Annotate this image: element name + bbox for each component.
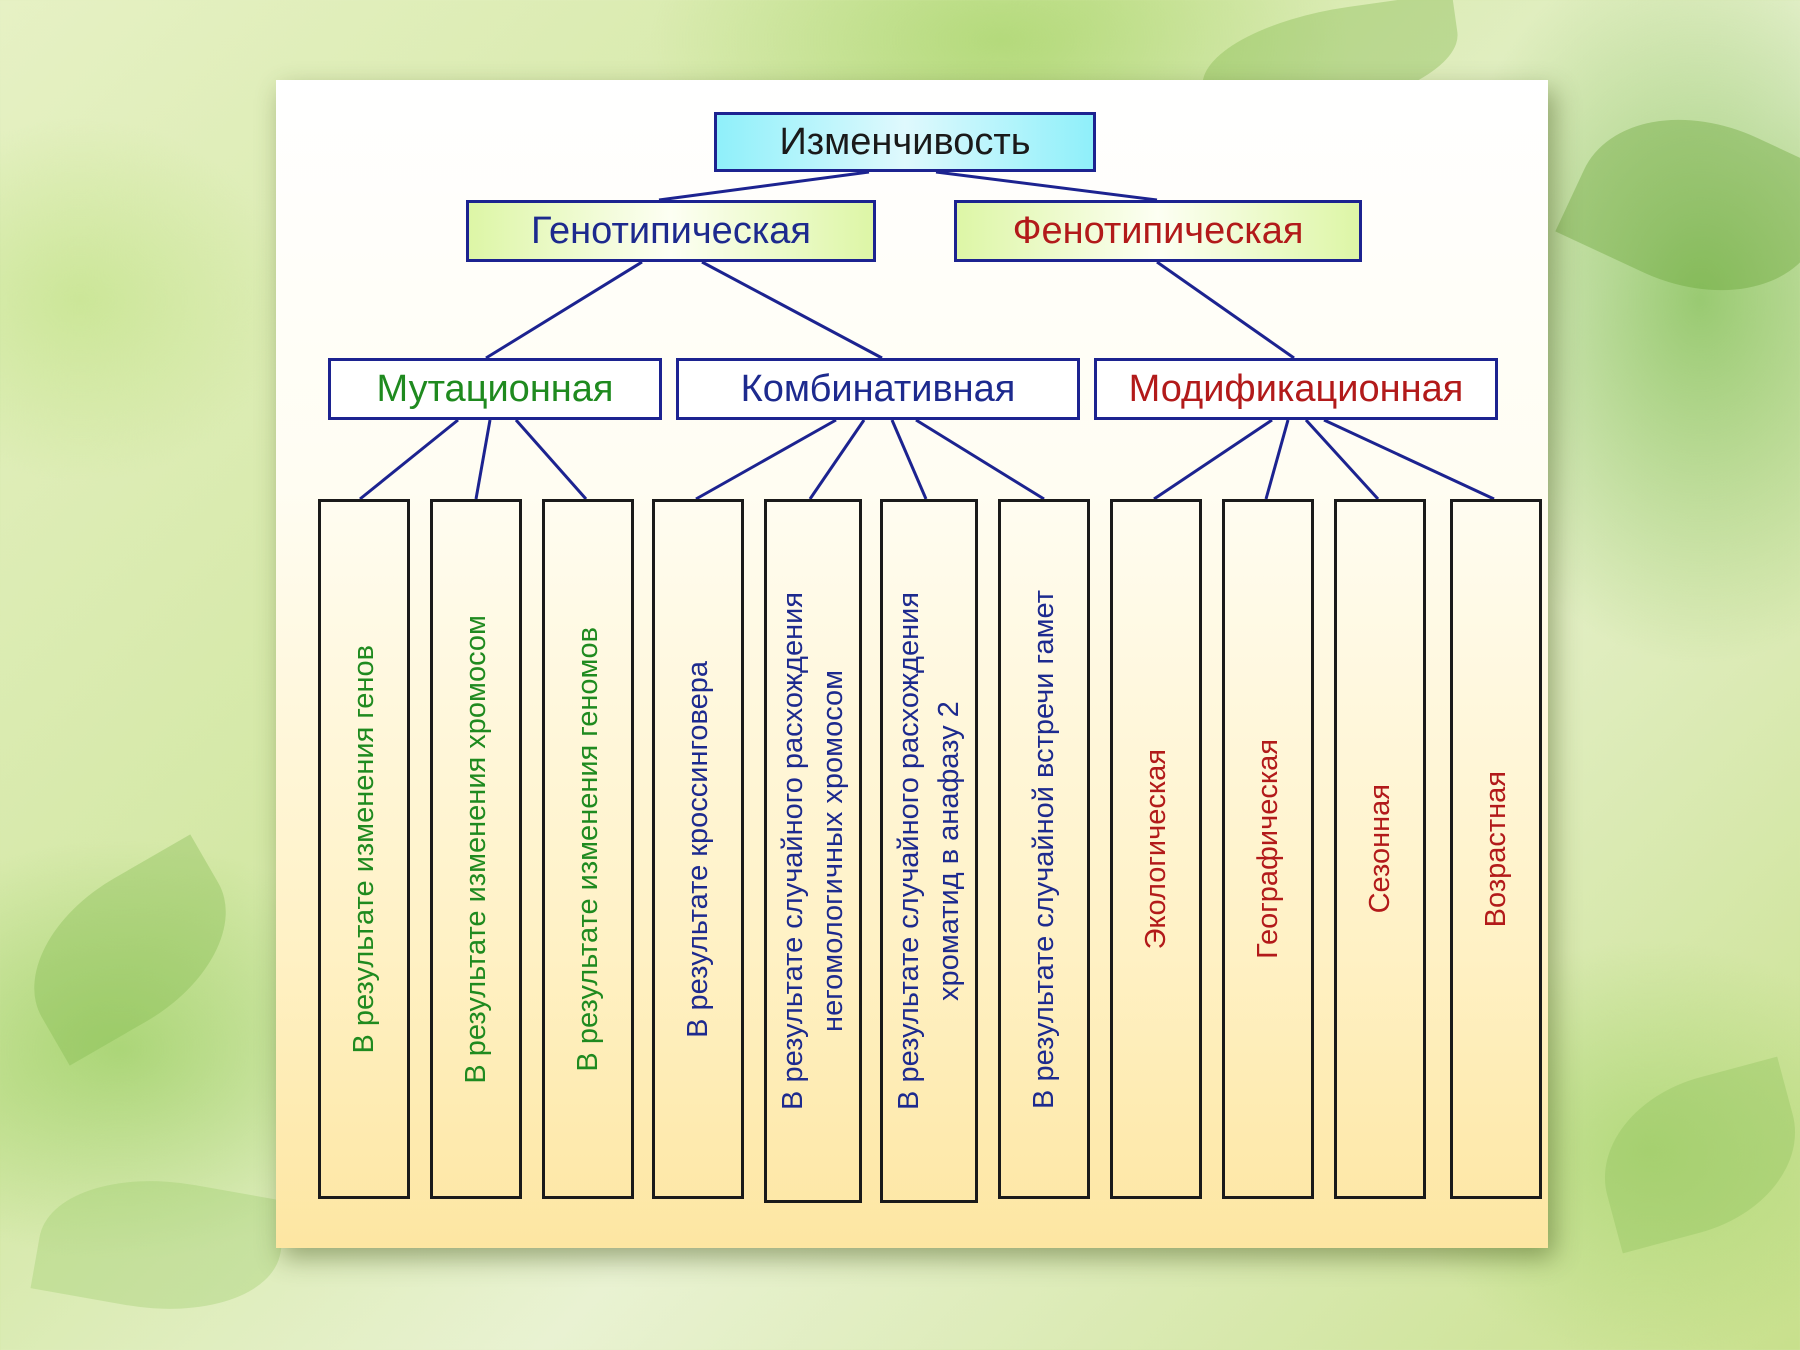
leaf-random-gamete-meeting: В результате случайной встречи гамет: [998, 499, 1090, 1199]
combinative-node: Комбинативная: [676, 358, 1080, 420]
genotypic-label: Генотипическая: [531, 209, 811, 252]
connector-line: [935, 170, 1158, 202]
leaf-label: В результате случайной встречи гамет: [1028, 589, 1060, 1109]
root-node: Изменчивость: [714, 112, 1096, 172]
modification-node: Модификационная: [1094, 358, 1498, 420]
connector-line: [1153, 418, 1273, 501]
root-label: Изменчивость: [779, 120, 1031, 163]
leaf-chromosomes: В результате изменения хромосом: [430, 499, 522, 1199]
leaf-age: Возрастная: [1450, 499, 1542, 1199]
leaf-label: Экологическая: [1140, 748, 1172, 950]
mutation-label: Мутационная: [376, 367, 614, 410]
phenotypic-label: Фенотипическая: [1012, 209, 1304, 252]
connector-line: [695, 418, 837, 501]
mutation-node: Мутационная: [328, 358, 662, 420]
leaf-ecological: Экологическая: [1110, 499, 1202, 1199]
connector-line: [514, 419, 588, 500]
leaf-label: В результате изменения хромосом: [460, 614, 492, 1084]
connector-line: [890, 419, 928, 500]
combinative-label: Комбинативная: [740, 367, 1016, 410]
background-leaf: [1555, 77, 1800, 333]
leaf-seasonal: Сезонная: [1334, 499, 1426, 1199]
leaf-label: Возрастная: [1480, 770, 1512, 928]
leaf-genes: В результате изменения генов: [318, 499, 410, 1199]
leaf-genomes: В результате изменения геномов: [542, 499, 634, 1199]
leaf-random-chromosome-divergence: В результате случайного расхождения него…: [764, 499, 862, 1203]
leaf-label: В результате изменения геномов: [572, 626, 604, 1072]
connector-line: [1264, 419, 1290, 500]
leaf-crossing-over: В результате кроссинговера: [652, 499, 744, 1199]
phenotypic-node: Фенотипическая: [954, 200, 1362, 262]
connector-line: [808, 419, 866, 500]
genotypic-node: Генотипическая: [466, 200, 876, 262]
connector-line: [485, 260, 643, 360]
leaf-label: Географическая: [1252, 739, 1284, 959]
connector-line: [915, 418, 1045, 501]
background-leaf: [1583, 1056, 1800, 1254]
connector-line: [701, 260, 883, 360]
background-leaf: [30, 1160, 290, 1330]
leaf-geographical: Географическая: [1222, 499, 1314, 1199]
connector-line: [1323, 418, 1495, 501]
leaf-random-chromatid-divergence: В результате случайного расхождения хром…: [880, 499, 978, 1203]
connector-line: [474, 419, 492, 500]
leaf-label: В результате случайного расхождения него…: [777, 592, 849, 1110]
background-leaf: [0, 834, 261, 1066]
modification-label: Модификационная: [1128, 367, 1464, 410]
connector-line: [359, 418, 459, 501]
leaf-label: В результате изменения генов: [348, 644, 380, 1054]
connector-line: [1156, 260, 1295, 360]
leaf-label: В результате случайного расхождения хром…: [893, 592, 965, 1110]
diagram-panel: Изменчивость Генотипическая Фенотипическ…: [276, 80, 1548, 1248]
leaf-label: В результате кроссинговера: [682, 660, 714, 1038]
connector-line: [1304, 418, 1380, 501]
connector-lines: [359, 170, 1495, 501]
connector-line: [658, 170, 870, 202]
leaf-label: Сезонная: [1364, 784, 1396, 914]
